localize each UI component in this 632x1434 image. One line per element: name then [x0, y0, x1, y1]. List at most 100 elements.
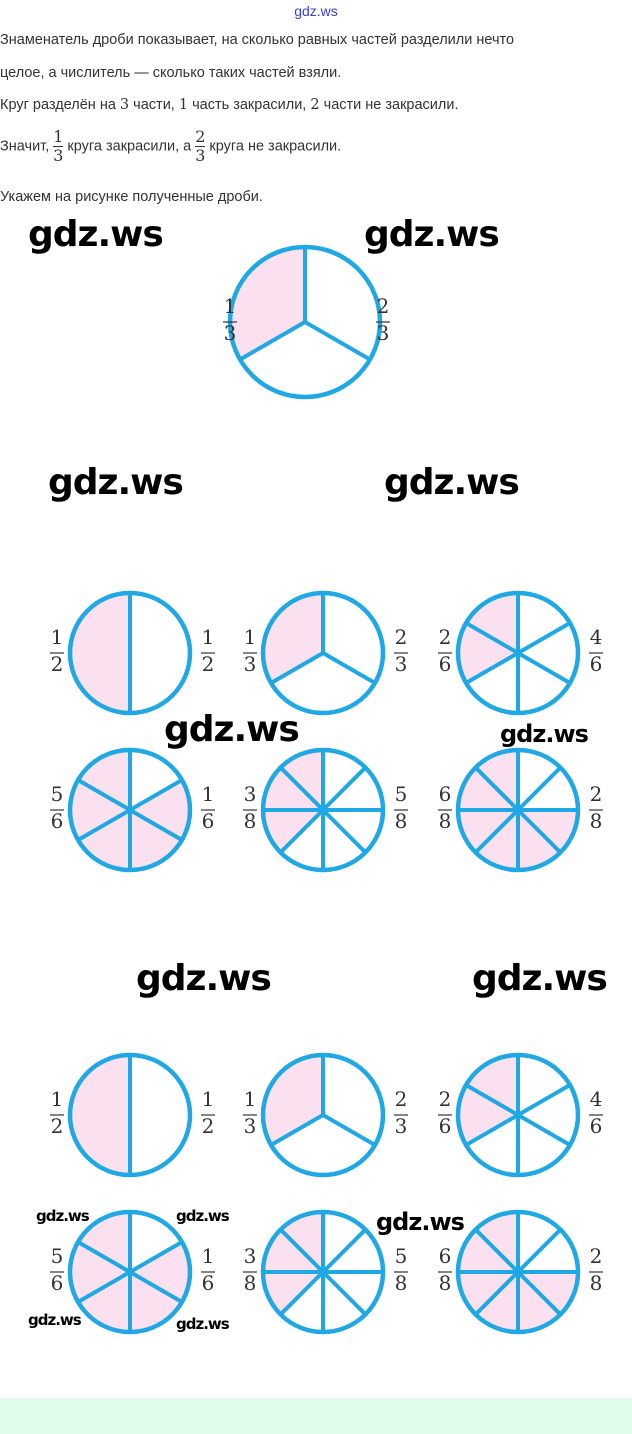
denominator: 8	[244, 1271, 257, 1295]
divider-line	[239, 320, 307, 362]
denominator: 3	[53, 146, 64, 165]
numerator: 1	[53, 127, 64, 146]
divider-line	[465, 1083, 520, 1117]
numerator: 1	[202, 782, 215, 806]
watermark: gdz.ws	[472, 958, 608, 999]
unshaded-fraction-label: 58	[394, 782, 408, 833]
unshaded-fraction-label: 12	[201, 1087, 215, 1138]
denominator: 2	[51, 1114, 64, 1138]
circle-outline	[67, 590, 193, 716]
divider-line	[474, 1270, 520, 1316]
circle-outline	[260, 747, 386, 873]
divider-line	[77, 1240, 131, 1274]
numerator: 5	[395, 782, 408, 806]
denominator: 6	[202, 809, 215, 833]
divider-line	[279, 766, 325, 812]
numerator: 2	[439, 1087, 452, 1111]
text: части,	[129, 97, 179, 113]
circle-outline	[260, 590, 386, 716]
numerator: 3	[244, 1244, 257, 1268]
shaded-fraction-label: 13	[243, 625, 257, 676]
divider-line	[270, 651, 325, 685]
divider-line	[321, 1228, 367, 1274]
divider-line	[279, 1228, 325, 1274]
denominator: 6	[51, 1271, 64, 1295]
denominator: 8	[439, 809, 452, 833]
circle-outline	[455, 1209, 581, 1335]
numerator: 5	[395, 1244, 408, 1268]
shaded-fraction-label: 12	[50, 1087, 64, 1138]
divider-line	[465, 651, 520, 685]
denominator: 3	[395, 652, 408, 676]
watermark: gdz.ws	[28, 214, 164, 255]
numerator: 2	[377, 294, 390, 318]
denominator: 6	[202, 1271, 215, 1295]
unshaded-fraction-label: 46	[589, 625, 603, 676]
divider-line	[465, 621, 520, 655]
shaded-sector	[70, 1055, 130, 1175]
divider-line	[321, 808, 367, 854]
circle-outline	[260, 1209, 386, 1335]
divider-line	[128, 1270, 183, 1304]
watermark-link[interactable]: gdz.ws	[294, 3, 338, 19]
denominator: 3	[244, 652, 257, 676]
numerator: 4	[590, 625, 603, 649]
text: круга закрасили, а	[67, 138, 192, 155]
watermark: gdz.ws	[500, 720, 589, 748]
watermark: gdz.ws	[176, 1315, 230, 1333]
divider-line	[517, 1113, 571, 1147]
text: Круг разделён на	[0, 97, 120, 113]
shaded-fraction-label: 38	[243, 782, 257, 833]
divider-line	[517, 1083, 571, 1117]
circle-outline	[455, 590, 581, 716]
watermark: gdz.ws	[376, 1208, 465, 1236]
divider-line	[517, 651, 571, 685]
unshaded-fraction-label: 16	[201, 782, 215, 833]
divider-line	[77, 778, 131, 812]
divider-line	[128, 1240, 183, 1274]
numerator: 5	[51, 782, 64, 806]
denominator: 2	[51, 652, 64, 676]
unshaded-fraction-label: 12	[201, 625, 215, 676]
divider-line	[516, 1270, 562, 1316]
circle-outline	[67, 1209, 193, 1335]
unshaded-fraction-label: 46	[589, 1087, 603, 1138]
numerator: 1	[202, 1087, 215, 1111]
denominator: 8	[590, 809, 603, 833]
divider-line	[279, 1270, 325, 1316]
shaded-fraction-label: 26	[438, 1087, 452, 1138]
numerator: 2	[590, 1244, 603, 1268]
denominator: 6	[439, 652, 452, 676]
denominator: 6	[590, 1114, 603, 1138]
denominator: 3	[395, 1114, 408, 1138]
watermark: gdz.ws	[384, 462, 520, 503]
numerator: 1	[244, 1087, 257, 1111]
shaded-fraction-label: 38	[243, 1244, 257, 1295]
number: 1	[178, 97, 189, 113]
shaded-fraction-label: 56	[50, 782, 64, 833]
divider-line	[516, 1228, 562, 1274]
numerator: 2	[590, 782, 603, 806]
watermark: gdz.ws	[364, 214, 500, 255]
footer-bar	[0, 1398, 632, 1434]
unshaded-fraction-label: 28	[589, 1244, 603, 1295]
divider-line	[321, 651, 376, 685]
unshaded-fraction-label: 23	[376, 294, 390, 345]
numerator: 4	[590, 1087, 603, 1111]
denominator: 2	[202, 1114, 215, 1138]
circle-outline	[455, 747, 581, 873]
divider-line	[77, 1270, 131, 1304]
denominator: 6	[590, 652, 603, 676]
numerator: 5	[51, 1244, 64, 1268]
unshaded-fraction-label: 28	[589, 782, 603, 833]
unshaded-fraction-label: 58	[394, 1244, 408, 1295]
numerator: 3	[244, 782, 257, 806]
shaded-fraction-label: 12	[50, 625, 64, 676]
numerator: 1	[51, 1087, 64, 1111]
numerator: 1	[224, 294, 237, 318]
watermark: gdz.ws	[176, 1207, 230, 1225]
denominator: 6	[439, 1114, 452, 1138]
